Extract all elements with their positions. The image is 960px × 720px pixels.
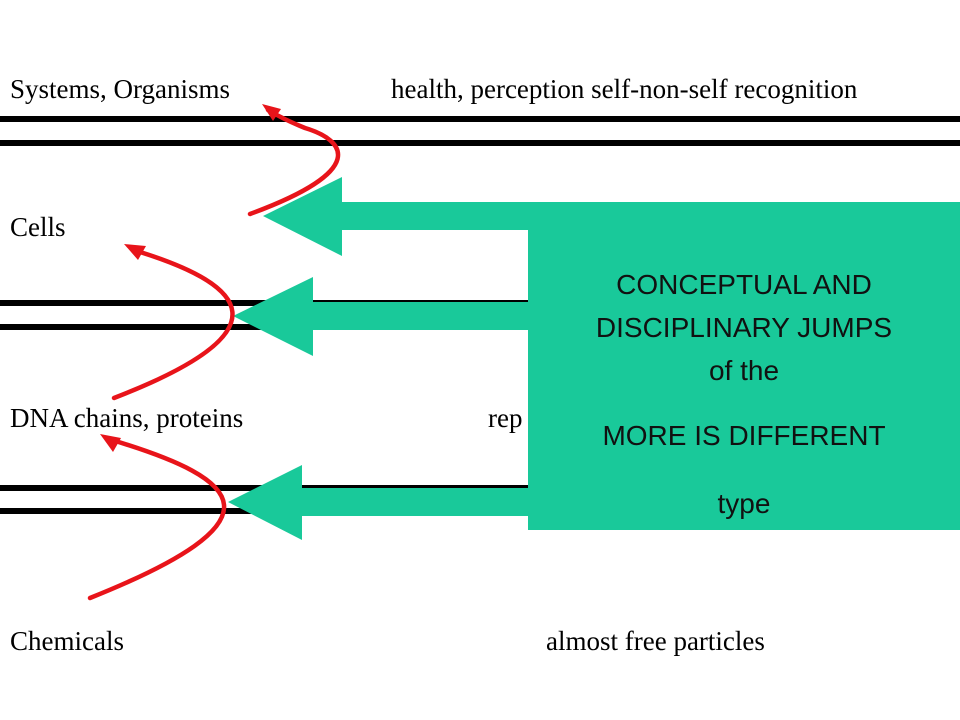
red-arrowheads xyxy=(100,104,281,452)
arrowhead-cells-icon xyxy=(124,244,146,260)
level-systems-label: Systems, Organisms xyxy=(10,74,231,104)
note-line-3: of the xyxy=(708,355,780,386)
arrow-to-chemicals xyxy=(228,465,540,540)
note-line-1: CONCEPTUAL AND xyxy=(616,269,872,300)
curve-systems xyxy=(247,107,341,217)
curve-dna xyxy=(87,437,227,601)
level-cells-label: Cells xyxy=(10,212,66,242)
red-curves xyxy=(87,107,341,601)
level-dna-label: DNA chains, proteins xyxy=(10,403,244,433)
conceptual-jumps-box: CONCEPTUAL AND DISCIPLINARY JUMPS of the… xyxy=(528,202,960,530)
green-arrows xyxy=(228,177,540,540)
level-chemicals-property: almost free particles xyxy=(546,626,765,656)
rule-systems-top xyxy=(0,116,960,122)
arrowhead-systems-icon xyxy=(262,104,281,121)
level-chemicals-label: Chemicals xyxy=(10,626,124,656)
level-systems-property: health, perception self-non-self recogni… xyxy=(391,74,858,104)
note-line-2: DISCIPLINARY JUMPS xyxy=(595,312,893,343)
rule-systems-bottom xyxy=(0,140,960,146)
note-line-5: type xyxy=(717,488,771,519)
note-line-4: MORE IS DIFFERENT xyxy=(602,420,886,451)
level-dna-property: rep xyxy=(488,403,523,433)
arrow-to-cells xyxy=(263,177,540,256)
curve-cells xyxy=(111,249,235,401)
arrowhead-dna-icon xyxy=(100,434,121,452)
arrow-to-dna xyxy=(233,277,540,356)
